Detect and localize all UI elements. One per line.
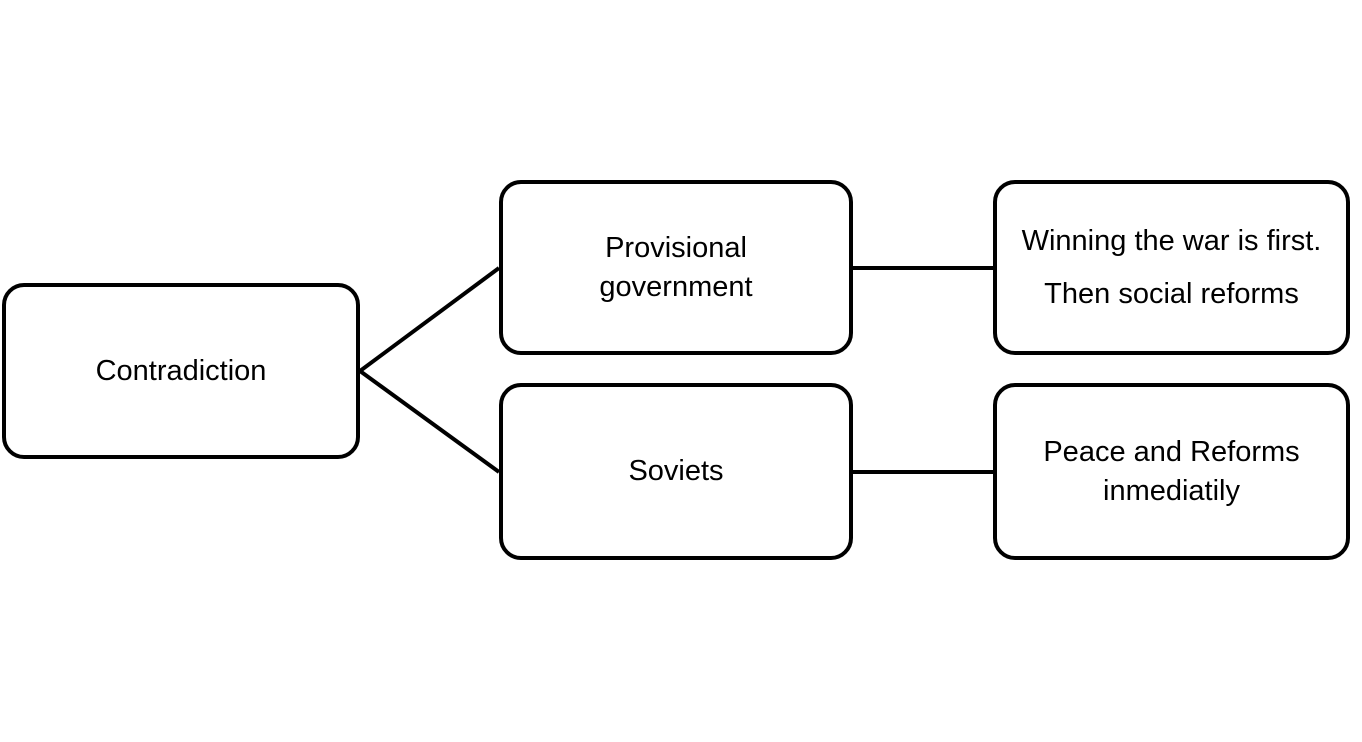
node-soviets: Soviets [499,383,853,560]
connector-contradiction-to-provisional [358,266,501,373]
node-soviets-outcome: Peace and Reforms inmediatily [993,383,1350,560]
node-soviets-label: Soviets [628,455,724,488]
node-contradiction-label: Contradiction [95,354,267,387]
node-provisional-outcome-line-2: Then social reforms [1044,277,1299,310]
node-contradiction: Contradiction [2,283,360,459]
node-provisional-government: Provisional government [499,180,853,355]
connector-contradiction-to-soviets [358,369,501,474]
node-soviets-outcome-label: Peace and Reforms inmediatily [1043,436,1300,507]
node-provisional-outcome-line-1: Winning the war is first. [1021,225,1322,258]
node-provisional-outcome: Winning the war is first. Then social re… [993,180,1350,355]
node-provisional-government-label: Provisional government [599,232,753,303]
